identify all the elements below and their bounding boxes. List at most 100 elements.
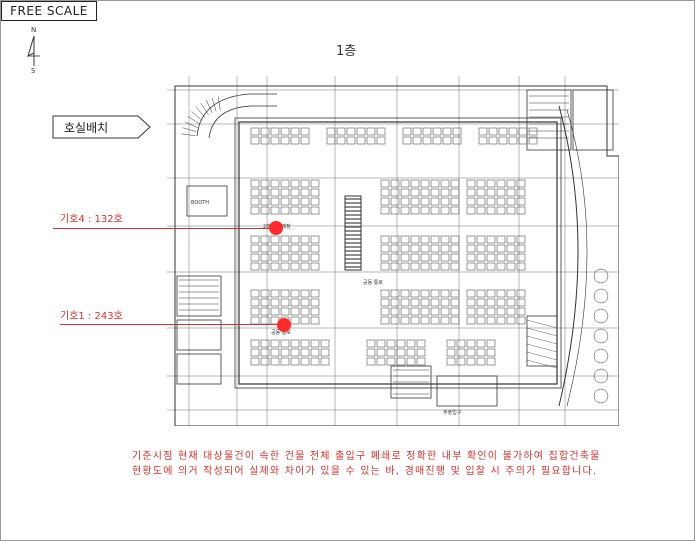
shop-stall: [440, 179, 450, 188]
shop-stall: [506, 262, 516, 271]
west-service-room: [176, 275, 222, 317]
hatch-line: [526, 343, 558, 353]
shop-stall: [320, 348, 330, 357]
shop-stall: [410, 262, 420, 271]
atrium-step: [181, 133, 196, 137]
shop-stall: [290, 136, 300, 145]
booth-label: BOOTH: [191, 200, 209, 206]
shop-stall: [400, 289, 410, 298]
south-entry-lobby: [390, 365, 432, 399]
shop-stall: [250, 357, 260, 366]
shop-stall: [406, 357, 416, 366]
shop-stall: [506, 298, 516, 307]
shop-stall: [486, 316, 496, 325]
shop-stall: [400, 253, 410, 262]
shop-stall: [410, 188, 420, 197]
shop-stall: [386, 357, 396, 366]
shop-stall: [400, 197, 410, 206]
shop-stall: [366, 339, 376, 348]
shop-stall: [486, 235, 496, 244]
shop-stall: [420, 298, 430, 307]
shop-stall: [320, 339, 330, 348]
shop-stall: [476, 316, 486, 325]
shop-stall: [380, 316, 390, 325]
shop-stall: [410, 316, 420, 325]
shop-stall: [516, 206, 526, 215]
shop-stall: [466, 348, 476, 357]
shop-stall: [400, 262, 410, 271]
shop-stall: [270, 339, 280, 348]
shop-stall: [290, 348, 300, 357]
shop-stall: [260, 127, 270, 136]
shop-stall: [496, 316, 506, 325]
compass-north-label: N: [31, 26, 37, 34]
shop-stall: [450, 289, 460, 298]
shop-stall: [496, 289, 506, 298]
shop-stall: [496, 206, 506, 215]
shop-stall: [420, 188, 430, 197]
shop-stall: [430, 244, 440, 253]
shop-stall: [466, 235, 476, 244]
shop-stall: [250, 316, 260, 325]
shop-stall: [310, 298, 320, 307]
shop-stall: [430, 307, 440, 316]
shop-stall: [250, 348, 260, 357]
shop-stall: [420, 316, 430, 325]
shop-stall: [260, 289, 270, 298]
shop-stall: [280, 188, 290, 197]
shop-stall: [506, 197, 516, 206]
shop-stall: [506, 244, 516, 253]
shop-stall: [498, 136, 508, 145]
shop-stall: [410, 179, 420, 188]
shop-stall: [300, 127, 310, 136]
shop-stall: [516, 307, 526, 316]
shop-stall: [380, 298, 390, 307]
shop-stall: [430, 206, 440, 215]
marker-leader-unit-243: [60, 324, 282, 325]
shop-stall: [300, 253, 310, 262]
shop-stall: [476, 298, 486, 307]
shop-stall: [270, 127, 280, 136]
hatch-line: [526, 335, 558, 345]
shop-stall: [310, 339, 320, 348]
shop-stall: [416, 339, 426, 348]
shop-stall: [430, 316, 440, 325]
west-utility-room: [176, 353, 222, 385]
shop-stall: [380, 188, 390, 197]
shop-stall: [420, 197, 430, 206]
shop-stall: [270, 262, 280, 271]
shop-stall: [488, 136, 498, 145]
hatch-line: [526, 319, 558, 329]
ne-elevator-core: [572, 89, 614, 151]
shop-stall: [406, 348, 416, 357]
shop-stall: [400, 179, 410, 188]
column-circle: [593, 288, 609, 304]
shop-stall: [420, 253, 430, 262]
shop-stall: [290, 339, 300, 348]
shop-stall: [400, 298, 410, 307]
shop-stall: [290, 127, 300, 136]
shop-stall: [516, 235, 526, 244]
shop-stall: [496, 307, 506, 316]
shop-stall: [476, 262, 486, 271]
shop-stall: [250, 339, 260, 348]
shop-stall: [380, 289, 390, 298]
shop-stall: [476, 289, 486, 298]
shop-stall: [466, 179, 476, 188]
shop-stall: [440, 235, 450, 244]
shop-stall: [410, 253, 420, 262]
shop-stall: [430, 179, 440, 188]
marker-dot-unit-243: [277, 318, 291, 332]
shop-stall: [396, 357, 406, 366]
shop-stall: [280, 348, 290, 357]
shop-stall: [422, 136, 432, 145]
shop-stall: [346, 127, 356, 136]
shop-stall: [366, 127, 376, 136]
shop-stall: [260, 136, 270, 145]
shop-stall: [430, 197, 440, 206]
shop-stall: [410, 289, 420, 298]
shop-stall: [410, 244, 420, 253]
shop-stall: [366, 136, 376, 145]
shop-stall: [486, 298, 496, 307]
